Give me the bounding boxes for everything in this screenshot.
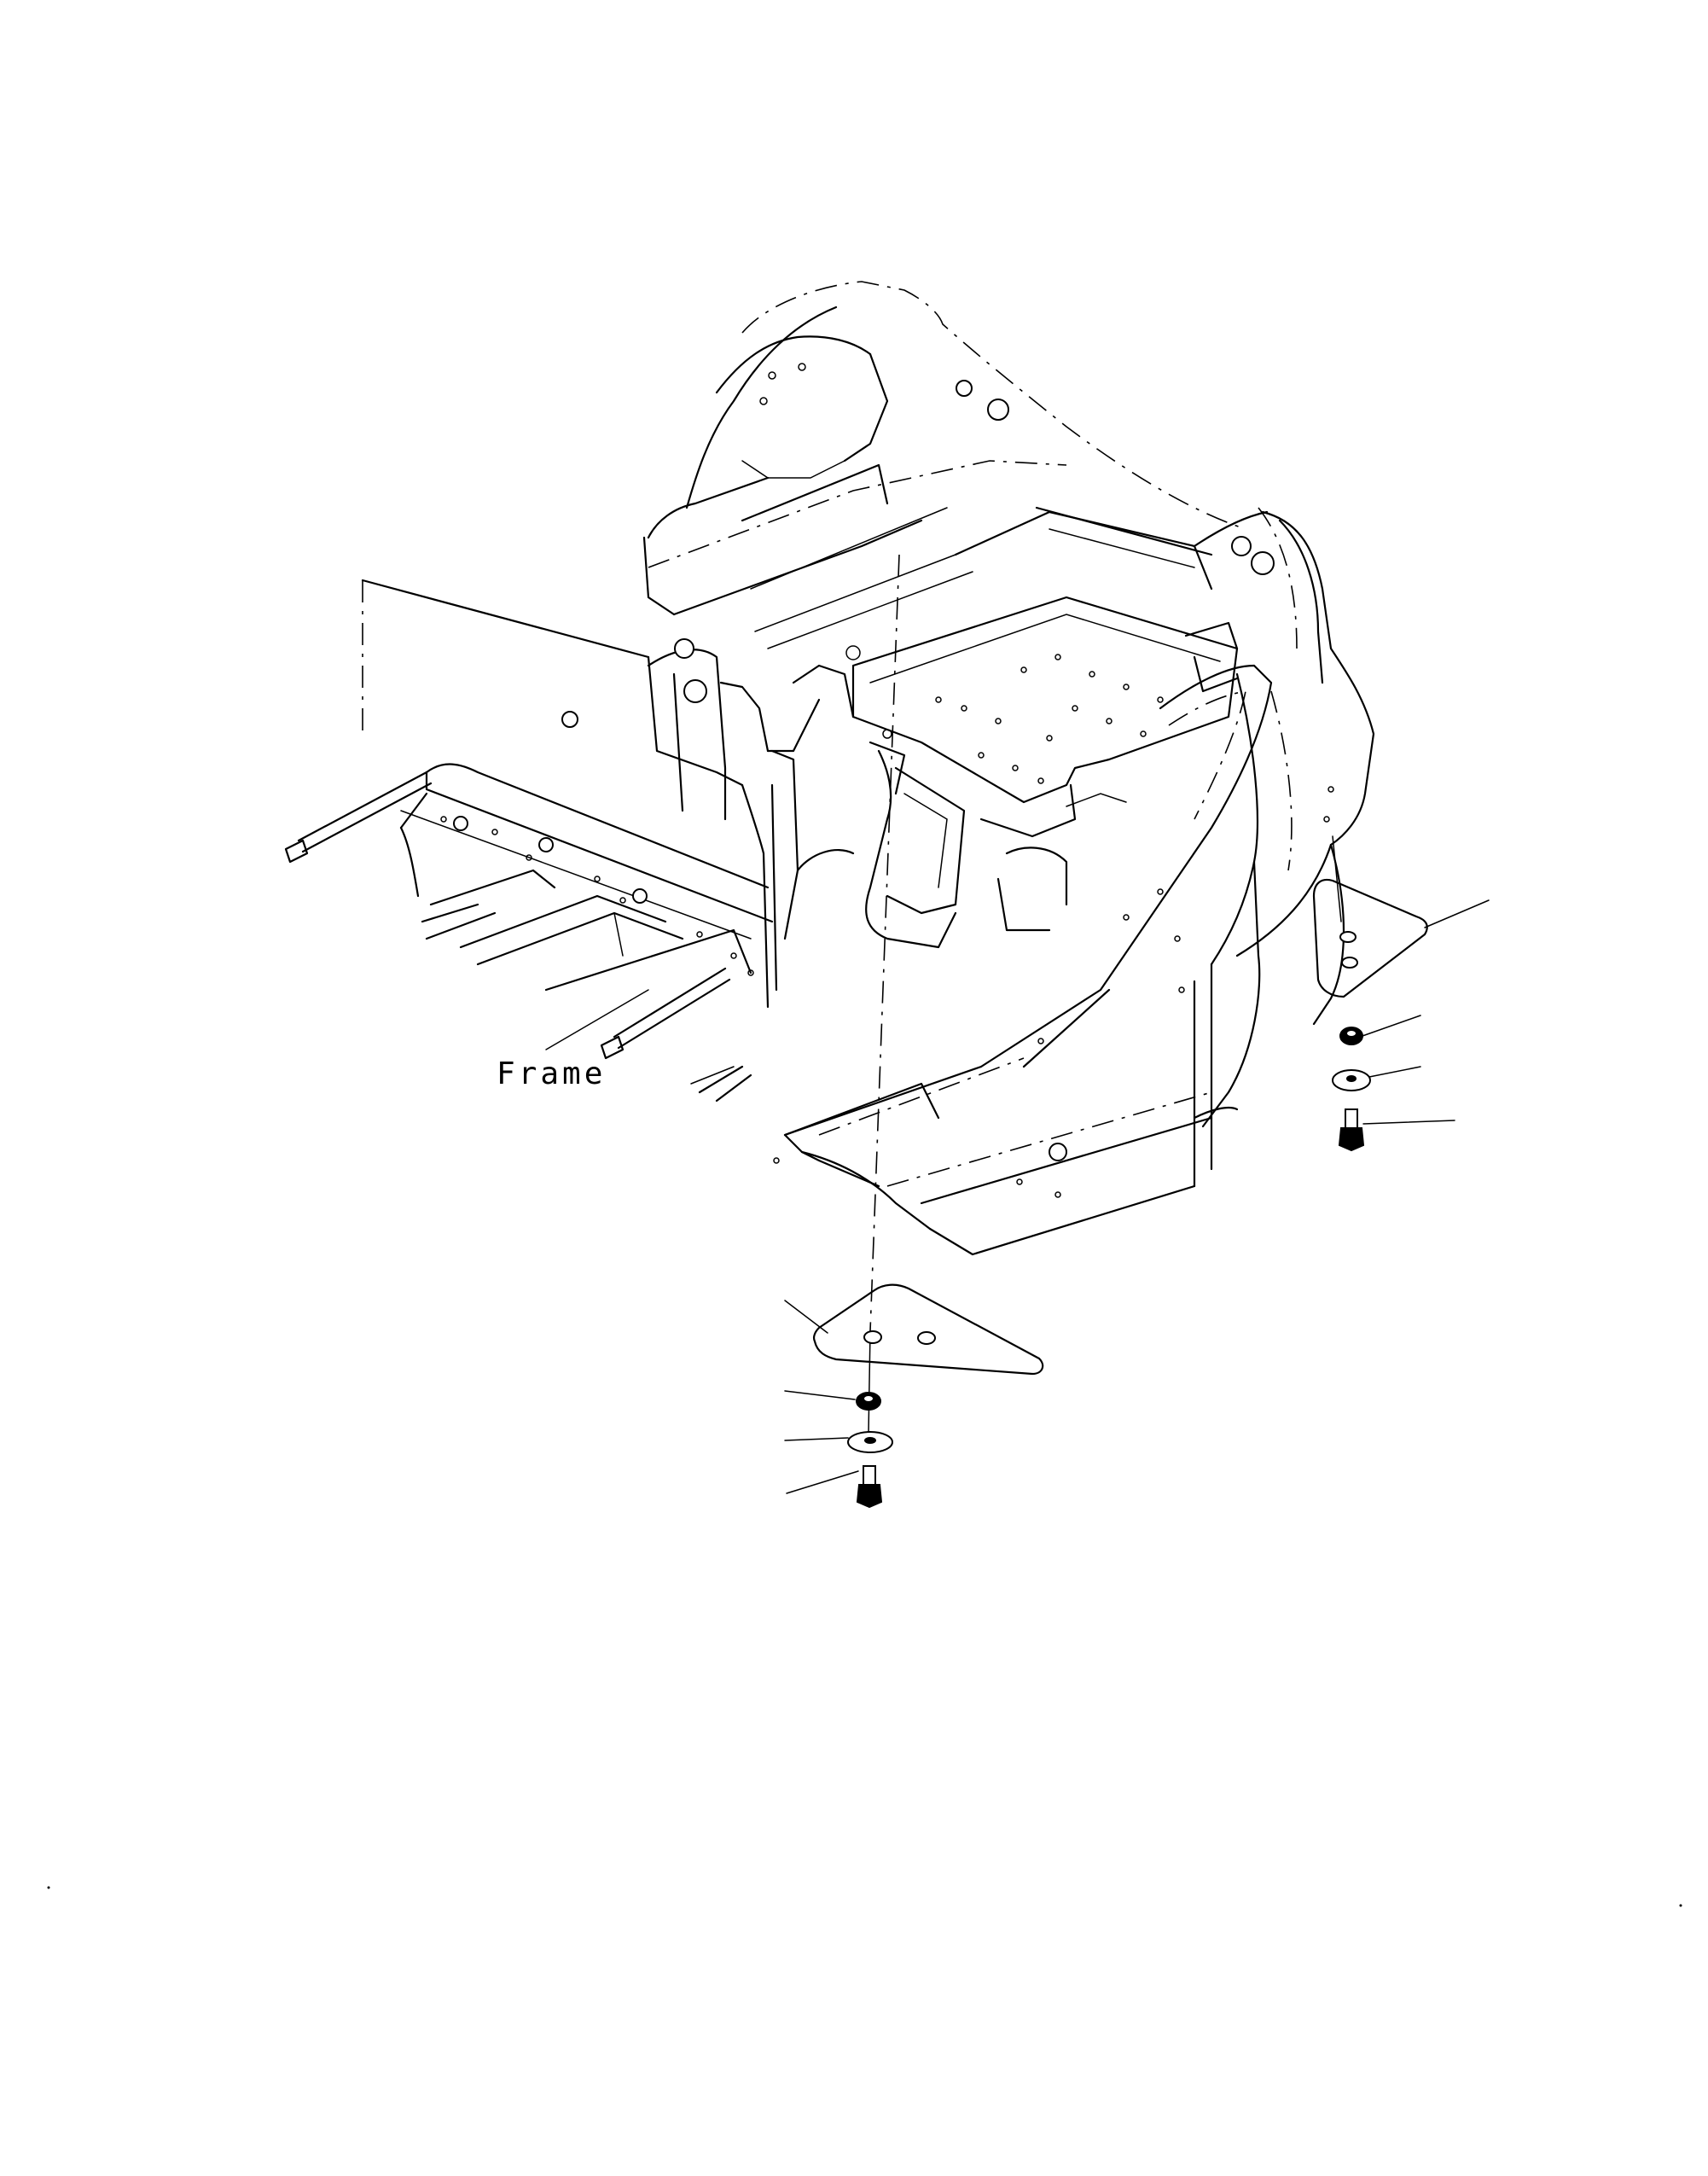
front-callout-leaders (784, 1300, 859, 1494)
right-washer (1332, 1069, 1371, 1091)
front-mount-centerline (869, 554, 900, 1332)
frame-deck-plate (851, 596, 1239, 838)
page-speck (47, 1886, 50, 1889)
frame-upper-structure (642, 281, 1375, 847)
front-nut (856, 1392, 881, 1411)
right-mounting-plate (1312, 878, 1428, 998)
page-speck (1679, 1904, 1682, 1907)
right-mount-leader (1332, 835, 1342, 922)
hydraulic-lines (284, 771, 735, 1085)
frame-left-panel (361, 579, 778, 1103)
front-washer (847, 1431, 893, 1453)
front-mount-leader (868, 1330, 871, 1434)
right-bolt (1338, 1108, 1365, 1152)
right-callout-leaders (1362, 899, 1490, 1125)
frame-center-spine (561, 638, 1068, 949)
right-nut (1339, 1027, 1363, 1045)
front-mounting-plate (812, 1283, 1044, 1376)
frame-front-beam (773, 664, 1345, 1256)
front-bolt (856, 1465, 883, 1509)
frame-label: Frame (497, 1056, 606, 1091)
